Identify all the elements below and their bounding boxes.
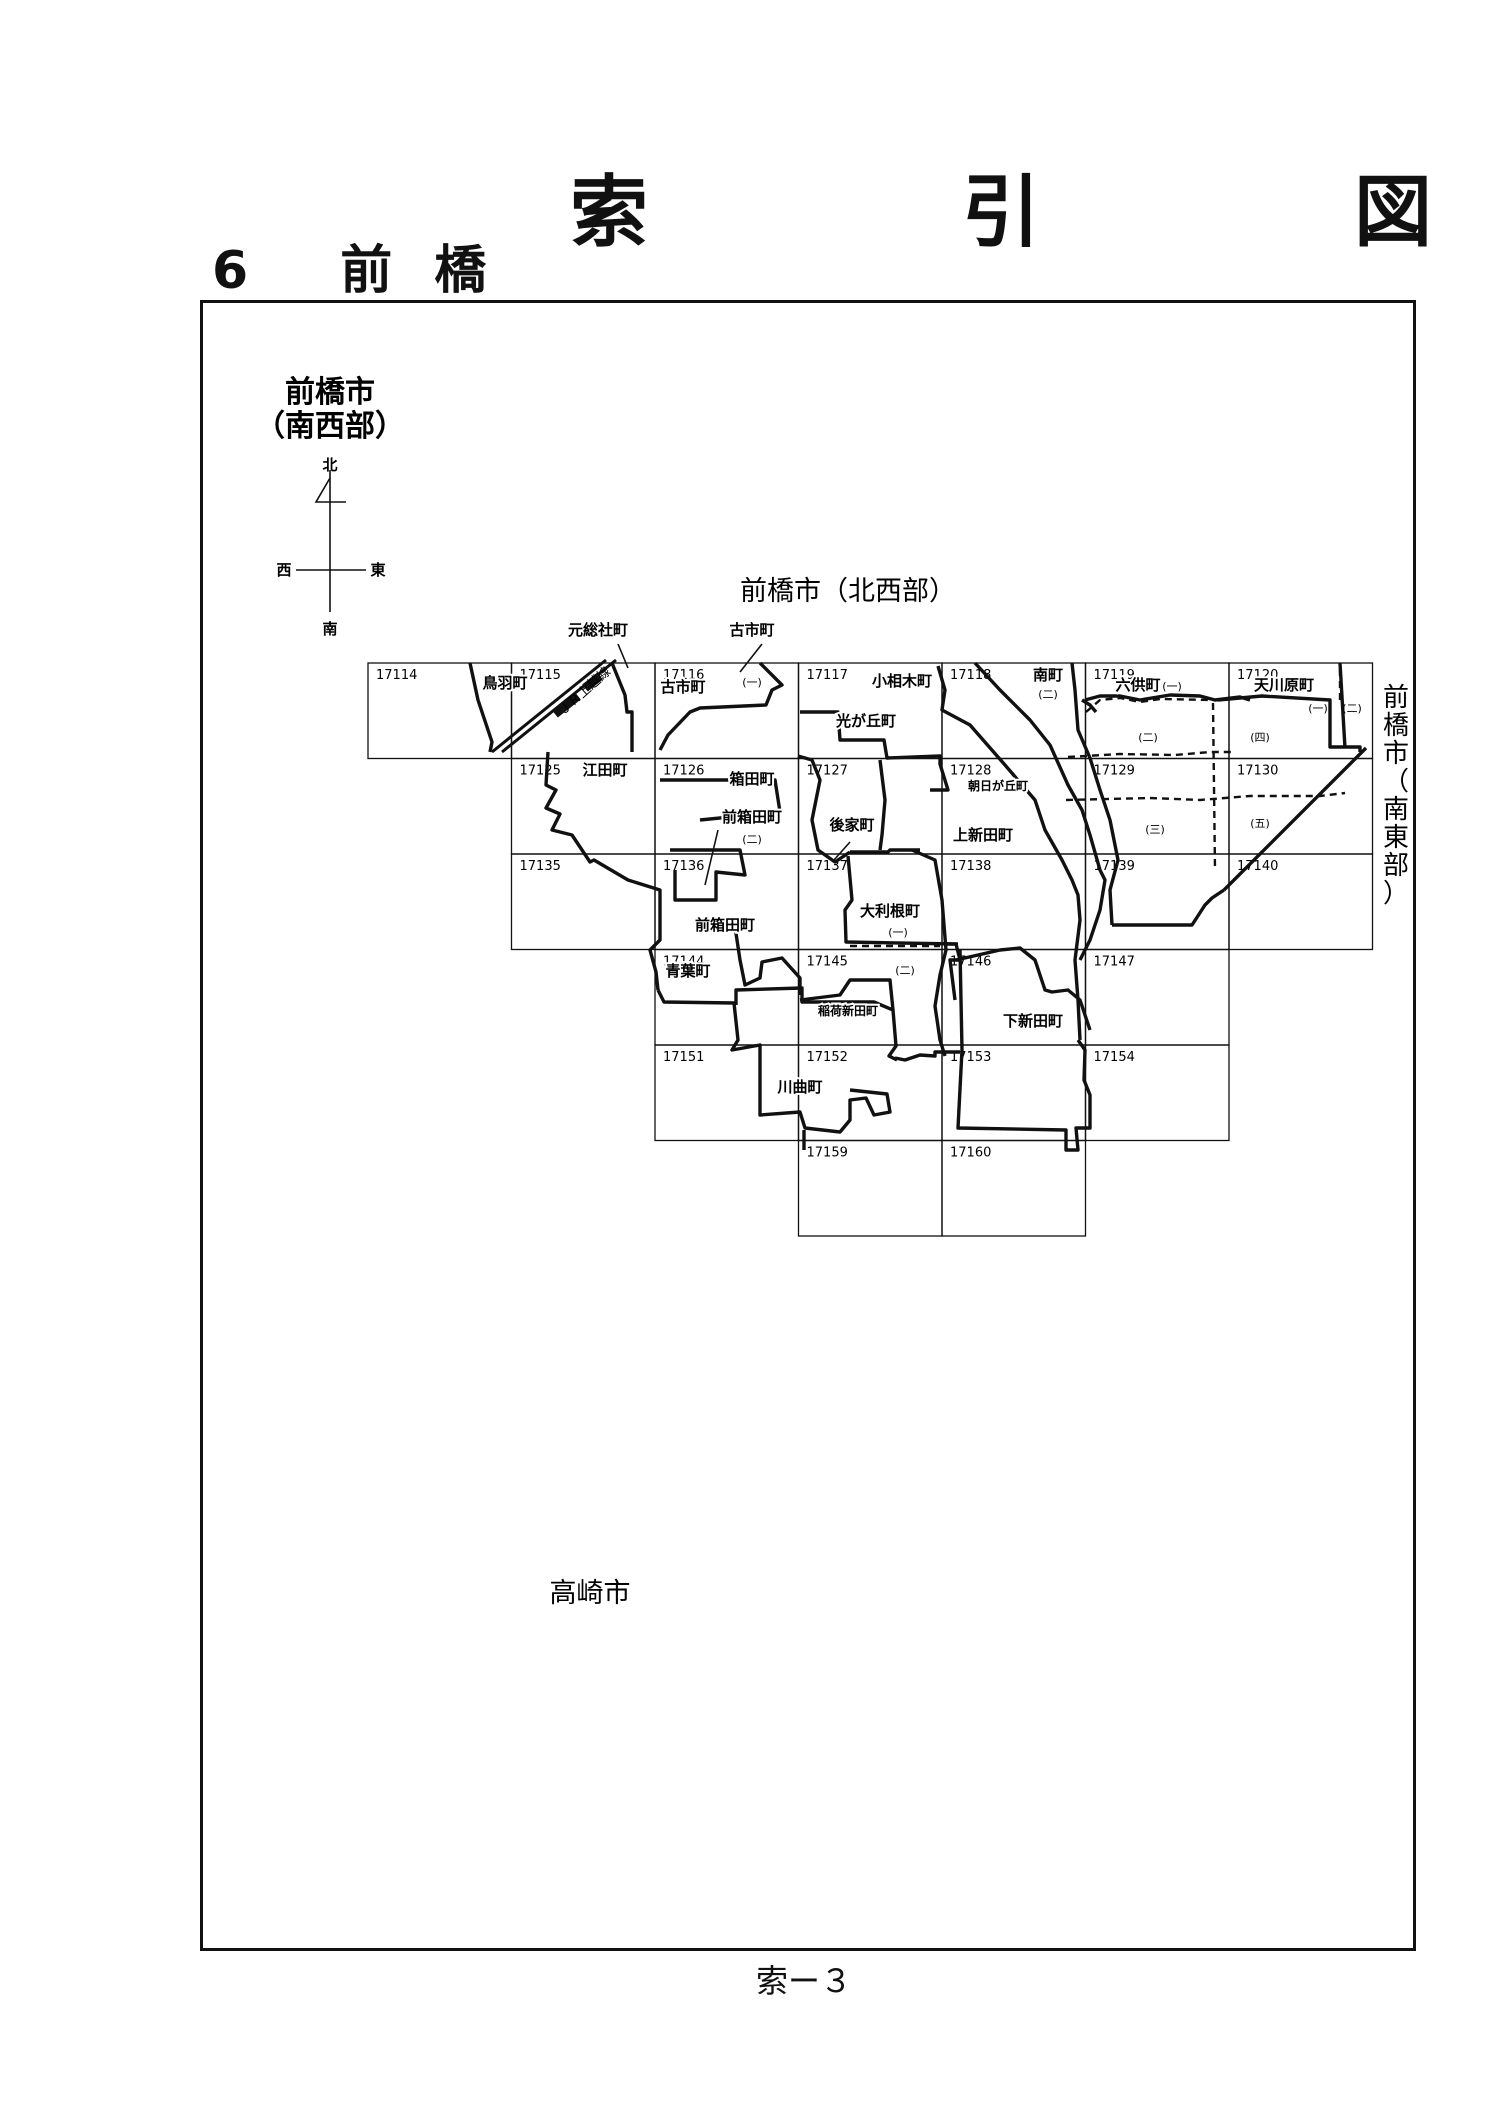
- town-label: 青葉町: [665, 962, 710, 980]
- grid-cell-number: 17130: [1237, 764, 1278, 779]
- town-label: 箱田町: [729, 770, 774, 788]
- district-marks: (一) (二) (一) (一) (二) (二) (四) (二) (三) (五) (一) (二): [742, 676, 1362, 977]
- map-frame: [200, 300, 1416, 1951]
- compass-west-label: 西: [276, 561, 291, 579]
- town-label: 六供町: [1115, 676, 1160, 694]
- leader-lines: [617, 643, 851, 886]
- district-mark: (一): [1308, 702, 1328, 715]
- district-boundaries-dashed: [850, 663, 1346, 948]
- grid-cell-17140[interactable]: [1228, 853, 1374, 951]
- town-label: 古市町: [729, 621, 774, 639]
- adjacent-east-char: 東: [1383, 823, 1409, 853]
- town-label: 朝日が丘町: [968, 778, 1028, 793]
- grid-cell-number: 17117: [807, 668, 848, 683]
- region-label-line1: 前橋市: [285, 375, 375, 410]
- compass-north-label: 北: [322, 456, 337, 474]
- region-label-line2: （南西部）: [255, 409, 405, 444]
- town-label: 川曲町: [776, 1078, 822, 1096]
- grid-cell-number: 17135: [520, 859, 561, 874]
- town-label: 鳥羽町: [482, 674, 527, 692]
- district-mark: (二): [1038, 688, 1058, 701]
- grid-cell-number: 17140: [1237, 859, 1278, 874]
- section-heading: 6 前橋: [212, 228, 528, 303]
- town-label: 前箱田町: [695, 916, 755, 934]
- compass-east-label: 東: [370, 561, 385, 579]
- adjacent-east-char: （: [1383, 767, 1409, 797]
- grid-cell-number: 17152: [807, 1050, 848, 1065]
- district-mark: (一): [888, 926, 908, 939]
- railway-line: [491, 658, 617, 754]
- grid-cell-number: 17145: [807, 955, 848, 970]
- district-mark: (二): [895, 964, 915, 977]
- grid-cell-number: 17136: [663, 859, 704, 874]
- town-label: 元総社町: [568, 621, 628, 639]
- town-label: 古市町: [660, 678, 705, 696]
- grid-cell-number: 17147: [1094, 955, 1135, 970]
- town-label: 大利根町: [860, 902, 920, 920]
- adjacent-north-label: 前橋市（北西部）: [740, 576, 956, 607]
- page-title: 索 引 図: [570, 168, 1500, 258]
- grid-cell-number: 17154: [1094, 1050, 1135, 1065]
- grid-cell-number: 17120: [1237, 668, 1278, 683]
- district-mark: (一): [742, 676, 762, 689]
- grid-cell-17154[interactable]: [1084, 1044, 1230, 1142]
- district-mark: (三): [1145, 823, 1165, 836]
- town-label: 稲荷新田町: [818, 1003, 878, 1018]
- district-mark: (二): [1138, 731, 1158, 744]
- compass-icon: [296, 470, 366, 612]
- compass-south-label: 南: [322, 620, 337, 638]
- town-label: 天川原町: [1254, 676, 1314, 694]
- town-label: 後家町: [828, 816, 874, 834]
- adjacent-east-char: 南: [1383, 795, 1409, 825]
- adjacent-east-char: 部: [1383, 851, 1409, 881]
- section-number: 6: [212, 241, 249, 301]
- grid-cell-number: 17128: [950, 764, 991, 779]
- section-name: 前橋: [340, 241, 529, 301]
- grid-cell-17160[interactable]: [941, 1139, 1087, 1237]
- page-number: 索ー３: [756, 1962, 853, 2000]
- adjacent-east-label: 前橋市（南東部）: [1383, 683, 1409, 909]
- grid-cell-number: 17160: [950, 1146, 991, 1161]
- town-label: 上新田町: [953, 826, 1013, 844]
- district-mark: (二): [742, 833, 762, 846]
- town-label: 南町: [1033, 666, 1063, 684]
- grid-cell-number: 17125: [520, 764, 561, 779]
- adjacent-south-label: 高崎市: [550, 1578, 631, 1609]
- grid-cell-number: 17138: [950, 859, 991, 874]
- district-mark: (二): [1342, 702, 1362, 715]
- grid-cell-number: 17159: [807, 1146, 848, 1161]
- district-mark: (五): [1250, 817, 1270, 830]
- railway-label: ＪＲ上越線: [555, 664, 614, 719]
- grid-cell-number: 17137: [807, 859, 848, 874]
- grid-cell-number: 17129: [1094, 764, 1135, 779]
- municipal-boundaries: [468, 661, 1368, 1152]
- adjacent-east-char: ）: [1383, 879, 1409, 909]
- district-mark: (四): [1250, 731, 1270, 744]
- grid-cell-number: 17119: [1094, 668, 1135, 683]
- grid-cell-number: 17126: [663, 764, 704, 779]
- grid-cell-number: 17114: [376, 668, 417, 683]
- adjacent-east-char: 橋: [1383, 711, 1409, 741]
- grid-cell-number: 17139: [1094, 859, 1135, 874]
- town-label: 光が丘町: [835, 712, 896, 730]
- grid-cell-number: 17151: [663, 1050, 704, 1065]
- district-mark: (一): [1162, 680, 1182, 693]
- grid-cell-number: 17144: [663, 955, 704, 970]
- adjacent-east-char: 前: [1383, 683, 1409, 713]
- grid-cell-number: 17116: [663, 668, 704, 683]
- adjacent-east-char: 市: [1383, 739, 1409, 769]
- grid-cell-number: 17115: [520, 668, 561, 683]
- town-label: 前箱田町: [722, 808, 782, 826]
- town-label: 小相木町: [872, 672, 932, 690]
- town-label: 江田町: [582, 761, 627, 779]
- town-labels: 元総社町古市町鳥羽町古市町小相木町南町六供町天川原町光が丘町江田町箱田町朝日が丘…: [480, 619, 1316, 1098]
- town-label: 下新田町: [1003, 1012, 1063, 1030]
